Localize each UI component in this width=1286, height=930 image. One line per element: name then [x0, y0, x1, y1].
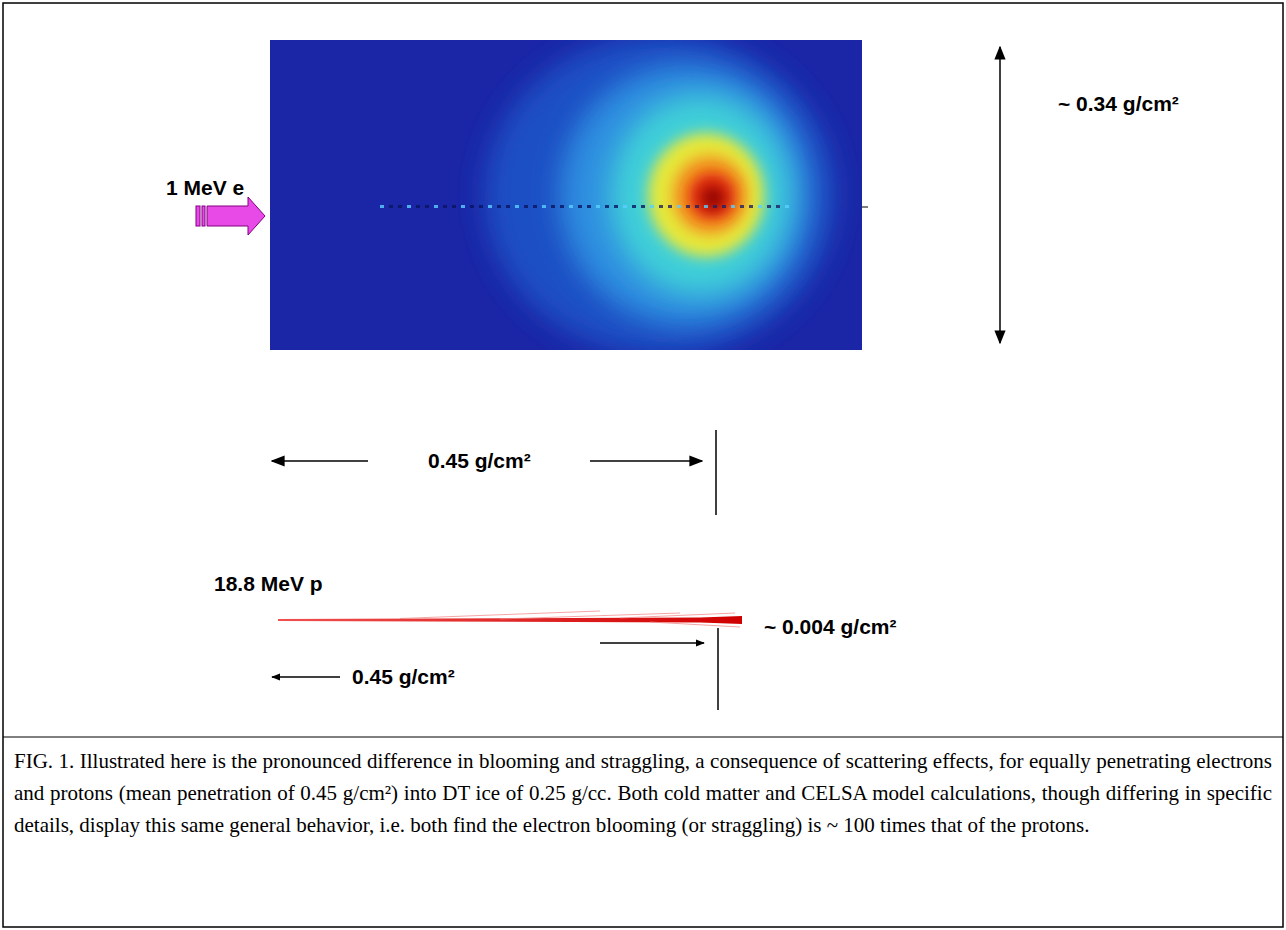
figure-caption: FIG. 1. Illustrated here is the pronounc… [14, 745, 1272, 841]
figure-part [485, 40, 835, 350]
figure-part [389, 205, 393, 208]
figure-part [695, 205, 699, 208]
figure-part [686, 205, 690, 208]
figure-part [551, 205, 555, 208]
figure-part [470, 205, 474, 208]
figure-part [677, 205, 681, 208]
figure-part [596, 205, 600, 208]
figure-part [398, 205, 402, 208]
figure-part [704, 205, 708, 208]
figure-part [533, 205, 537, 208]
figure-part [488, 205, 492, 208]
figure-part [560, 65, 810, 325]
figure-part [623, 205, 627, 208]
dimension-label: ~ 0.004 g/cm² [764, 615, 897, 638]
beam-axis-dots [380, 205, 789, 208]
figure-border [3, 3, 1283, 927]
dimension-arrow [999, 47, 1001, 343]
figure-part [196, 206, 200, 226]
figure-part [416, 205, 420, 208]
figure-part [524, 205, 528, 208]
figure-part [650, 205, 654, 208]
figure-part [740, 205, 744, 208]
figure-part [713, 205, 717, 208]
figure-part [560, 205, 564, 208]
figure-part [731, 205, 735, 208]
dimension-label: 0.45 g/cm² [352, 665, 455, 688]
figure-part [425, 205, 429, 208]
figure-part [542, 205, 546, 208]
figure-part [207, 197, 265, 235]
figure-part [668, 205, 672, 208]
figure-part [515, 205, 519, 208]
figure-part [461, 205, 465, 208]
figure-part [479, 205, 483, 208]
figure-part [702, 187, 724, 209]
figure-part [614, 205, 618, 208]
figure-part [587, 205, 591, 208]
figure-part [767, 205, 771, 208]
figure-part [648, 133, 764, 257]
figure-part [380, 205, 384, 208]
figure-part [497, 205, 501, 208]
figure-part [578, 205, 582, 208]
caption-rule [3, 737, 1283, 738]
figure-part [506, 205, 510, 208]
figure-part [632, 205, 636, 208]
figure-part [400, 611, 740, 627]
figure-part [776, 205, 780, 208]
electron-beam-arrow [196, 197, 265, 235]
figure-part [407, 205, 411, 208]
figure-part [434, 205, 438, 208]
figure-part [785, 205, 789, 208]
figure-part [641, 205, 645, 208]
figure-part [672, 155, 748, 235]
figure-part [688, 172, 736, 220]
figure-part [443, 205, 447, 208]
dimension-tick [715, 430, 717, 515]
figure-part [758, 205, 762, 208]
electron-heatmap [270, 40, 862, 350]
dimension-label: ~ 0.34 g/cm² [1058, 92, 1179, 115]
dimension-arrow [590, 460, 702, 462]
dimension-tick [717, 628, 719, 710]
figure-part [610, 95, 790, 295]
dimension-arrow [272, 460, 368, 462]
axis-tick [862, 207, 868, 208]
dimension-arrow [600, 642, 704, 644]
particle-label: 18.8 MeV p [214, 572, 323, 595]
figure-part [202, 206, 205, 226]
figure-part [605, 205, 609, 208]
dimension-label: 0.45 g/cm² [428, 449, 531, 472]
figure-part [278, 616, 742, 624]
figure-part [722, 205, 726, 208]
figure-part [452, 205, 456, 208]
dimension-arrow [272, 676, 340, 678]
particle-label: 1 MeV e [166, 176, 244, 199]
figure-part [749, 205, 753, 208]
figure-part [659, 205, 663, 208]
proton-track [278, 611, 742, 627]
figure-part [569, 205, 573, 208]
